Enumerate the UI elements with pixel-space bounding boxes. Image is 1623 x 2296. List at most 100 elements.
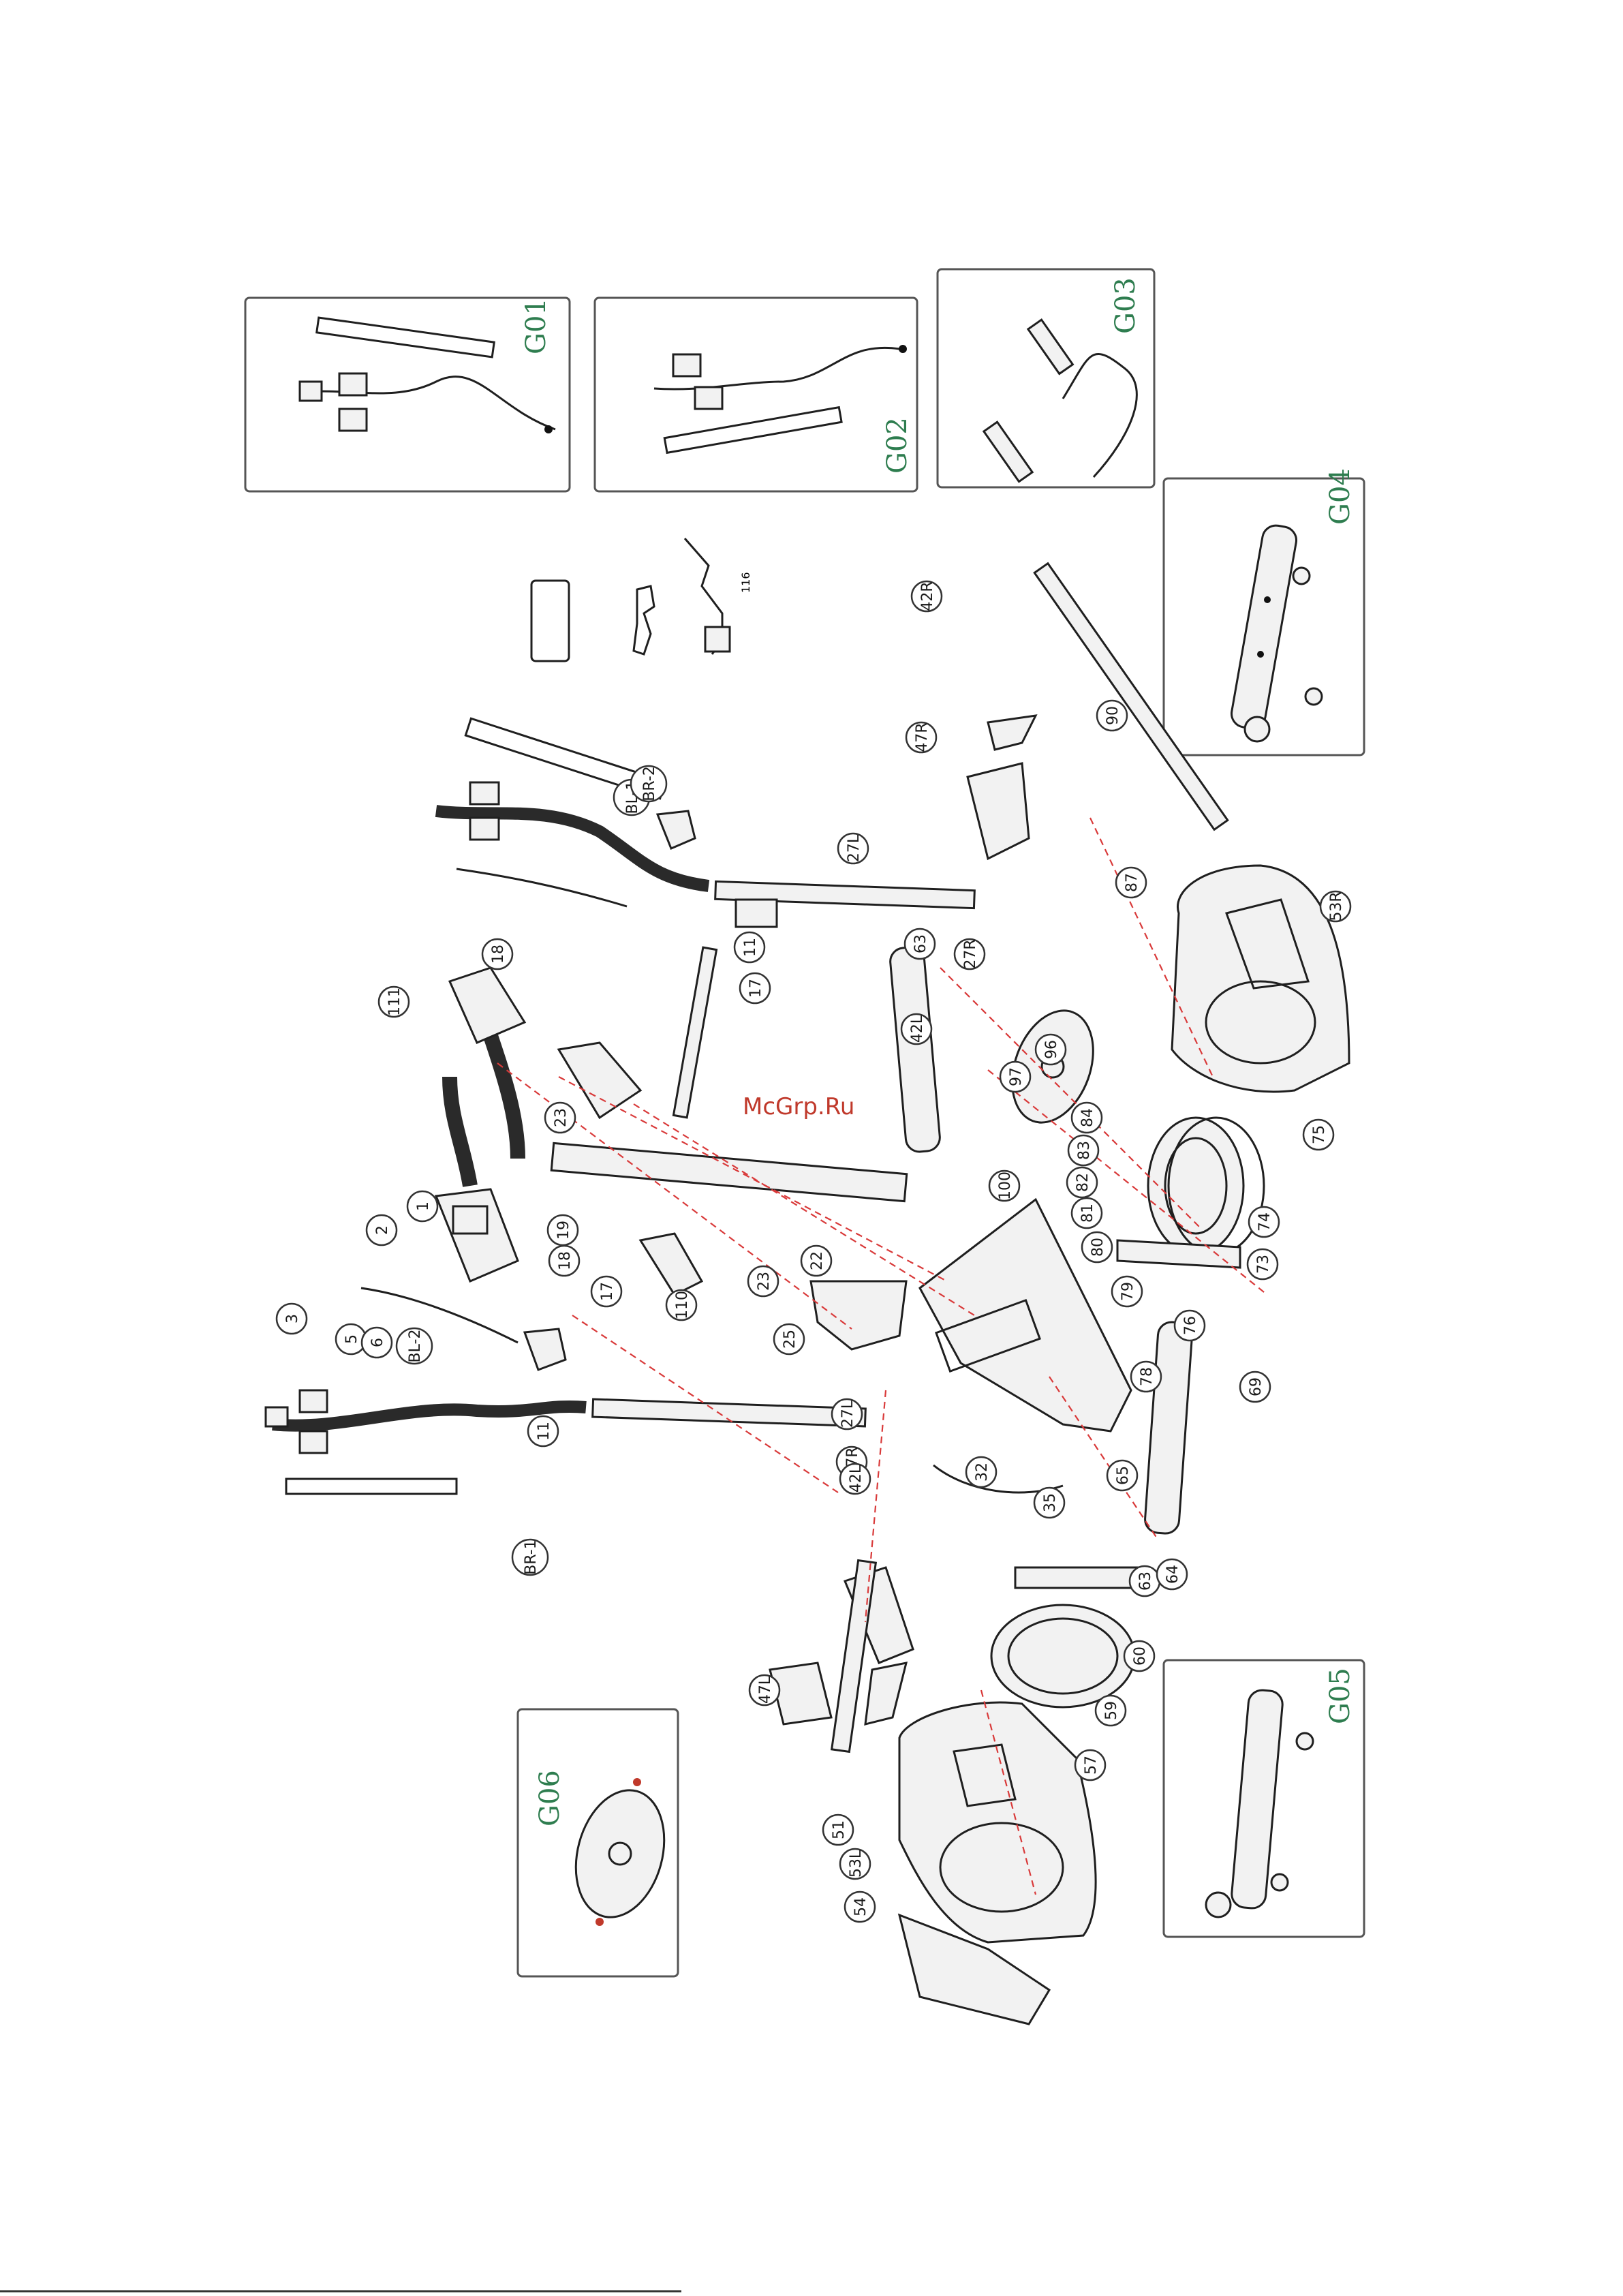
part-callout: 11	[528, 1416, 558, 1446]
callout-number: 57	[1083, 1756, 1100, 1775]
part-callout: 64	[1157, 1559, 1187, 1589]
part-callout: 53L	[840, 1849, 870, 1879]
callout-number: 83	[1076, 1141, 1093, 1160]
part-callout: 27L	[838, 833, 868, 863]
callout-number: 53R	[1328, 891, 1345, 921]
callout-number: 75	[1311, 1125, 1328, 1144]
part-callout: 17	[740, 973, 770, 1003]
callout-number: 17	[599, 1282, 616, 1301]
callout-number: 54	[852, 1897, 869, 1916]
callout-number: 97	[1008, 1067, 1025, 1086]
part-callout: 90	[1097, 701, 1127, 731]
part-callout: 63	[905, 929, 935, 959]
main-assembly	[266, 564, 1349, 2024]
callout-number: 42L	[848, 1465, 865, 1493]
callout-number: 90	[1104, 706, 1122, 725]
assembly-guides	[497, 818, 1267, 1895]
callout-number: 1	[415, 1201, 432, 1211]
part-callout: 87	[1116, 868, 1146, 898]
callout-number: 47L	[757, 1676, 774, 1704]
callout-number: 82	[1075, 1173, 1092, 1192]
callout-number: 96	[1043, 1040, 1060, 1059]
group-box-g06: G06	[518, 1709, 678, 1976]
callout-number: 11	[742, 938, 759, 957]
part-callout: 23	[748, 1266, 778, 1296]
callout-number: 42L	[909, 1015, 926, 1043]
part-callout: 11	[735, 932, 764, 962]
callout-number: 17	[747, 979, 764, 998]
part-callout: 51	[823, 1815, 853, 1845]
part-callout: 42L	[840, 1464, 870, 1494]
callout-number: 78	[1139, 1367, 1156, 1386]
part-callout: 74	[1249, 1207, 1279, 1237]
callout-number: 27R	[962, 939, 979, 968]
callout-number: 84	[1079, 1108, 1096, 1127]
callout-number: 18	[557, 1251, 574, 1270]
callout-number: 100	[997, 1172, 1014, 1200]
part-callout: 96	[1036, 1035, 1066, 1065]
part-callout: 79	[1112, 1276, 1142, 1306]
part-callout: 97	[1000, 1062, 1030, 1092]
callout-number: BR-1	[523, 1540, 540, 1574]
part-callout: 82	[1067, 1167, 1097, 1197]
callout-number: 47R	[914, 722, 931, 752]
part-callout: 27L	[832, 1399, 862, 1429]
group-label-g04: G04	[1325, 468, 1356, 525]
callout-number: BR-2	[641, 766, 658, 801]
callout-number: 23	[756, 1272, 773, 1291]
callout-number: 59	[1103, 1701, 1120, 1720]
callout-number: 63	[1137, 1572, 1154, 1591]
part-callout: 80	[1082, 1232, 1112, 1262]
callout-number: 11	[536, 1422, 553, 1441]
tool-label-116: 116	[739, 572, 752, 593]
callout-number: 79	[1119, 1282, 1137, 1301]
part-callout: 76	[1175, 1311, 1205, 1341]
part-callout: 84	[1072, 1103, 1102, 1133]
part-callout: 35	[1034, 1488, 1064, 1518]
part-callout: 63	[1130, 1566, 1160, 1596]
group-box-g01: G01	[245, 298, 570, 491]
part-callout: 19	[548, 1215, 578, 1245]
callout-number: 73	[1255, 1255, 1272, 1274]
callout-number: 76	[1182, 1316, 1199, 1335]
callout-number: 74	[1256, 1212, 1273, 1231]
group-label-g01: G01	[521, 298, 552, 354]
part-callout: 57	[1075, 1750, 1105, 1780]
callout-number: 3	[284, 1314, 301, 1323]
callout-number: 53L	[848, 1850, 865, 1878]
part-callout: 18	[482, 939, 512, 969]
part-callout: 73	[1248, 1249, 1278, 1279]
callout-number: 27L	[846, 834, 863, 862]
part-callout: 1	[407, 1191, 437, 1221]
group-box-g05: G05	[1164, 1660, 1364, 1937]
callout-number: 22	[809, 1251, 826, 1270]
part-callout: 54	[845, 1892, 875, 1922]
part-callout: 81	[1072, 1198, 1102, 1228]
callout-number: 81	[1079, 1204, 1096, 1223]
callout-number: 111	[386, 988, 403, 1016]
callout-number: 6	[369, 1338, 386, 1347]
part-callout: 110	[666, 1290, 696, 1320]
part-callout: BL-2	[397, 1328, 432, 1364]
part-callout: 25	[774, 1324, 804, 1354]
part-callout: 53R	[1320, 891, 1350, 921]
group-label-g03: G03	[1110, 277, 1141, 334]
part-callout: 42R	[912, 581, 942, 611]
callout-number: 42R	[919, 581, 936, 611]
part-callout: 27R	[955, 939, 985, 969]
part-callout: 47L	[749, 1675, 779, 1705]
callout-number: 32	[974, 1463, 991, 1482]
callout-number: 25	[782, 1330, 799, 1349]
part-callout: 18	[549, 1246, 579, 1276]
part-callout: 3	[277, 1304, 307, 1334]
part-callout: 42L	[901, 1014, 931, 1044]
part-callout: 111	[379, 987, 409, 1017]
callout-number: 110	[674, 1291, 691, 1319]
part-callout: 47R	[906, 722, 936, 752]
callout-number: 27L	[839, 1400, 856, 1428]
callout-number: 63	[912, 934, 929, 953]
callout-number: 35	[1042, 1493, 1059, 1512]
callout-number: 18	[490, 945, 507, 964]
part-callout: 69	[1240, 1372, 1270, 1402]
